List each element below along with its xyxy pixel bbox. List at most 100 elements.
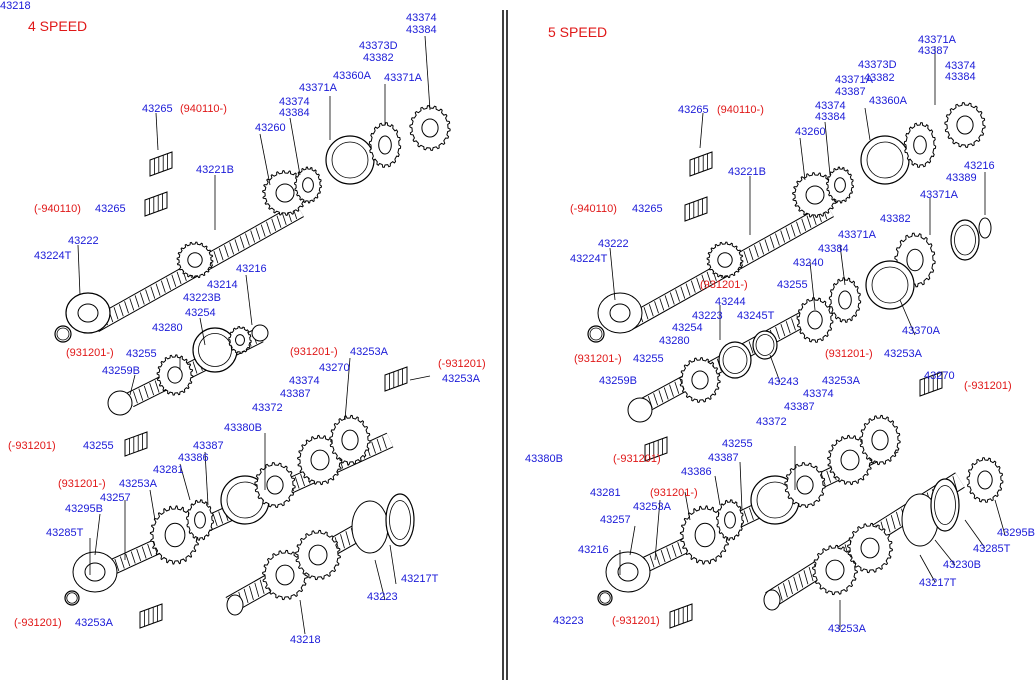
leader-line — [714, 475, 721, 506]
spline-mark — [147, 543, 153, 557]
ring-43217t-5-inner — [934, 485, 956, 525]
part-number-label: 43270 — [319, 362, 350, 374]
date-code-label: (-931201) — [964, 380, 1012, 392]
part-number-label: 43386 — [178, 452, 209, 464]
spline-mark — [654, 301, 659, 314]
snap-ring-inner — [56, 327, 70, 341]
spline-mark — [255, 227, 261, 240]
spline-mark — [769, 236, 775, 249]
bearing-43265-lower-5 — [684, 196, 708, 222]
part-number-label: 43374 — [803, 388, 834, 400]
gear-hub — [796, 475, 814, 495]
part-number-label: 43372 — [252, 402, 283, 414]
leader-line — [424, 35, 431, 111]
gear-43221b — [176, 241, 214, 279]
spline-mark — [260, 224, 266, 237]
gear-hub — [235, 334, 245, 346]
part-number-label: 43223 — [553, 615, 584, 627]
spline-mark — [655, 552, 660, 565]
part-number-label: 43224T — [570, 253, 608, 265]
spline-mark — [659, 298, 665, 311]
part-number-label: 43374 — [289, 375, 320, 387]
spline-mark — [706, 271, 712, 284]
part-number-label: 43386 — [681, 466, 712, 478]
spline-mark — [254, 582, 260, 597]
gear-hub — [838, 290, 852, 310]
part-number-label: 43371A — [835, 74, 873, 86]
part-number-label: 43216 — [578, 544, 609, 556]
leader-line — [799, 137, 806, 181]
date-code-label: (-931201) — [612, 615, 660, 627]
spline-mark — [119, 556, 125, 569]
spline-mark — [775, 233, 780, 246]
spline-mark — [643, 307, 649, 320]
date-code-label: (-931201) — [438, 358, 486, 370]
spline-mark — [340, 534, 345, 549]
spline-mark — [143, 385, 149, 399]
spline-mark — [895, 511, 901, 527]
gear-hub — [840, 449, 860, 471]
leader-line — [179, 463, 191, 501]
synchro-43360a-5-inner — [866, 141, 904, 179]
gear-hub — [694, 522, 716, 548]
spline-mark — [130, 551, 136, 564]
gear-hub — [805, 185, 825, 205]
bearing-43253a-right-5 — [919, 371, 943, 397]
gear-hub — [302, 177, 314, 193]
part-number-label: 43387 — [918, 45, 949, 57]
leader-line — [839, 244, 846, 286]
spacer-43243-inner — [755, 334, 775, 356]
part-number-label: 43218 — [290, 634, 321, 646]
spline-mark — [890, 515, 896, 530]
spline-mark — [259, 579, 265, 594]
part-number-label: 43371A — [838, 229, 876, 241]
spline-mark — [139, 292, 145, 305]
synchro-43370a-inner — [871, 266, 909, 304]
part-number-label: 43222 — [598, 238, 629, 250]
spline-mark — [141, 546, 147, 559]
spline-mark — [791, 318, 796, 331]
part-number-label: 43216 — [236, 263, 267, 275]
part-number-label: 43253A — [884, 348, 922, 360]
spline-mark — [798, 573, 804, 588]
gear-hub — [691, 370, 709, 390]
leader-line — [409, 375, 431, 381]
spline-mark — [250, 230, 256, 243]
spline-mark — [826, 470, 832, 483]
part-number-label: 43265 — [142, 103, 173, 115]
spline-mark — [664, 295, 670, 308]
gear-43254-inner — [198, 333, 232, 367]
gear-43374 — [297, 434, 343, 486]
gear-hub — [956, 115, 974, 135]
spline-mark — [671, 544, 677, 557]
leader-line — [699, 112, 704, 149]
gear-hub — [275, 183, 295, 203]
spline-mark — [743, 510, 749, 523]
part-number-label: 43382 — [864, 72, 895, 84]
part-number-label: 43295B — [997, 527, 1035, 539]
rear-bearing-inner — [84, 562, 106, 582]
leader-line — [289, 117, 301, 176]
part-number-label: 43254 — [672, 322, 703, 334]
spline-mark — [701, 274, 707, 287]
date-code-label: (940110-) — [717, 104, 764, 116]
synchro-sleeve — [368, 122, 402, 168]
gear-hub — [825, 559, 845, 581]
spline-mark — [382, 436, 387, 449]
spline-mark — [785, 321, 791, 334]
gear-43255-5 — [679, 357, 721, 403]
spline-mark — [783, 583, 788, 598]
part-number-label: 43255 — [633, 353, 664, 365]
gear-43223-5 — [847, 522, 893, 574]
spline-mark — [345, 531, 351, 546]
spline-mark — [149, 383, 155, 396]
spline-mark — [663, 387, 669, 400]
part-number-label: 43384 — [815, 111, 846, 123]
leader-line — [864, 107, 871, 141]
bearing-43255 — [124, 431, 148, 457]
spline-mark — [801, 218, 807, 231]
spline-mark — [669, 384, 674, 397]
spline-mark — [113, 307, 119, 320]
spline-mark — [136, 548, 142, 562]
part-number-label: 43295B — [65, 503, 103, 515]
